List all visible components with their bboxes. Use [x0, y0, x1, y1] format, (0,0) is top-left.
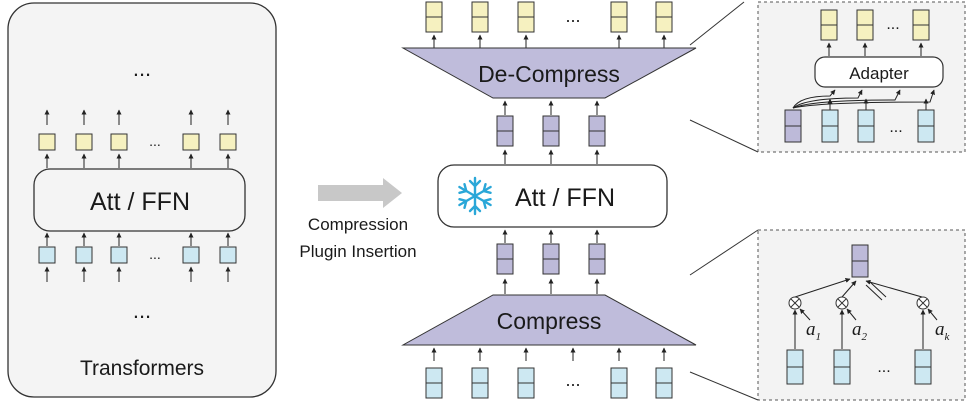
- transformers-dots-bottom: ...: [133, 298, 151, 323]
- transformers-bottom-arrows: [44, 266, 231, 282]
- weighted-sum-detail: a1 a2 ak ...: [757, 229, 966, 401]
- multiply-crosses: [790, 298, 928, 308]
- transformers-mid-arrows: [44, 153, 231, 168]
- compressed-tokens-top: [496, 115, 606, 147]
- frozen-in-arrows: [502, 229, 600, 243]
- decompress-arrows: [431, 34, 667, 48]
- compressed-tokens-bottom: [496, 243, 606, 275]
- token-yellow: [75, 133, 93, 151]
- transformers-top-arrows: [44, 109, 231, 125]
- adapter-dots-bottom: ...: [889, 119, 902, 136]
- input-tokens: [425, 367, 673, 399]
- token-blue: [219, 246, 237, 264]
- output-dots: ...: [565, 6, 580, 26]
- compress-label: Compress: [497, 308, 602, 334]
- transformers-in-arrows: [44, 232, 231, 246]
- weight-label-2: a2: [852, 319, 868, 343]
- compress-in-arrows: [431, 347, 667, 361]
- transformers-title: Transformers: [80, 357, 204, 380]
- adapter-output-tokens: [820, 9, 930, 41]
- transformers-output-tokens: [38, 133, 237, 151]
- transformer-block-label: Att / FFN: [90, 188, 190, 216]
- token-blue: [38, 246, 56, 264]
- token-blue: [110, 246, 128, 264]
- aggregation-arrows: [794, 278, 923, 298]
- input-dots: ...: [565, 370, 580, 390]
- transformers-dots-output: ...: [149, 133, 161, 149]
- transformers-dots-top: ...: [133, 56, 151, 81]
- adapter-routing: [792, 89, 935, 109]
- transition-label-line2: Plugin Insertion: [299, 242, 416, 261]
- decompress-label: De-Compress: [478, 61, 620, 87]
- weight-arrows: [799, 308, 938, 321]
- adapter-block: [814, 56, 944, 88]
- adapter-detail: ... Adapter ...: [757, 1, 966, 153]
- plugin-stack: ... De-Compress: [401, 1, 697, 399]
- aggregation-accent: [865, 281, 887, 301]
- token-yellow: [219, 133, 237, 151]
- token-yellow: [182, 133, 200, 151]
- snowflake-icon: [458, 176, 492, 216]
- transformers-panel: ... ... Att / FFN: [7, 2, 277, 398]
- adapter-label: Adapter: [849, 64, 909, 83]
- transformers-input-tokens: [38, 246, 237, 264]
- token-blue: [182, 246, 200, 264]
- frozen-transformer-block: [437, 164, 668, 228]
- weighted-input-tokens: [786, 349, 932, 385]
- token-yellow: [110, 133, 128, 151]
- weight-label-k: ak: [935, 319, 951, 343]
- compress-module: [401, 294, 697, 346]
- adapter-out-arrows: [826, 42, 924, 56]
- transition-arrow: [318, 178, 402, 208]
- transformer-block: [33, 168, 246, 232]
- token-blue: [75, 246, 93, 264]
- transformers-dots-input: ...: [149, 246, 161, 262]
- adapter-in-arrows: [827, 98, 929, 110]
- frozen-block-label: Att / FFN: [515, 184, 615, 212]
- adapter-dots-top: ...: [886, 16, 899, 33]
- decompress-module: [401, 47, 697, 99]
- weighted-dots: ...: [877, 359, 890, 376]
- frozen-out-arrows: [502, 149, 600, 164]
- adapter-input-tokens: [784, 109, 935, 143]
- transition-label-line1: Compression: [308, 215, 408, 234]
- zoom-connectors: [689, 1, 759, 401]
- compressed-up-arrows-top: [502, 100, 600, 115]
- decompressed-output-tokens: [425, 1, 673, 33]
- token-yellow: [38, 133, 56, 151]
- input-to-multiply-arrows: [792, 309, 926, 349]
- weight-label-1: a1: [806, 319, 821, 343]
- compress-out-arrows: [502, 278, 600, 294]
